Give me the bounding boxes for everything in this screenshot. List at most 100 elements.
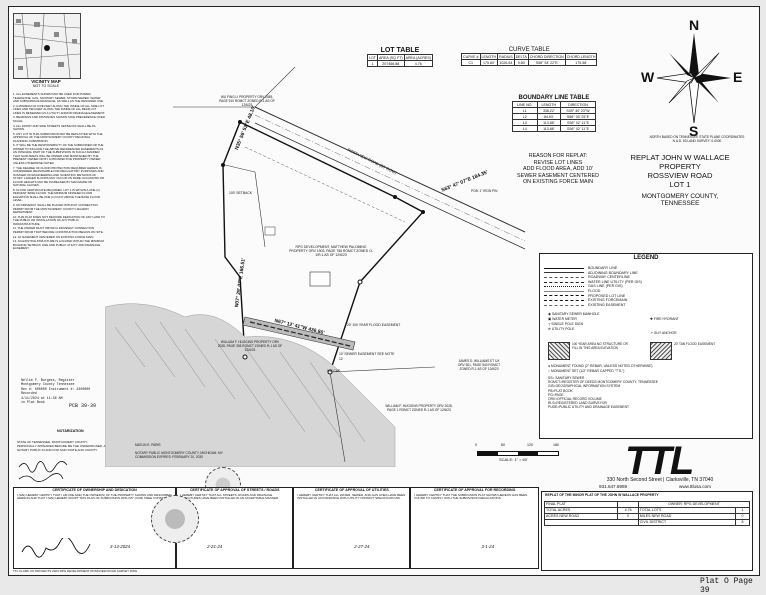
single-pole-sign-icon: ┬ — [548, 322, 552, 326]
stamp-line: in Plat Book — [21, 400, 45, 405]
title-line-1: REPLAT JOHN W WALLACE PROPERTY — [630, 153, 730, 171]
reason-heading: REASON FOR REPLAT: — [528, 153, 588, 159]
certificate-utilities: CERTIFICATE OF APPROVAL OF UTILITIES I H… — [293, 487, 411, 569]
reason-line: SEWER EASEMENT CENTERED — [517, 172, 599, 179]
curve-table-title: CURVE TABLE — [508, 47, 550, 53]
monument-set — [327, 369, 333, 375]
scale-tick: 120 — [527, 443, 533, 447]
setback-line — [244, 146, 406, 223]
adj-south2-label: WILLIAM F. HUGGINS PROPERTY ORV 2028, PA… — [385, 404, 453, 412]
curve-cell: 175.80' — [479, 59, 499, 66]
certificate-title: CERTIFICATE OF APPROVAL OF STREETS / ROA… — [189, 488, 280, 492]
legend-swatch — [544, 281, 584, 283]
lot-cell: 207466.88 — [377, 60, 405, 67]
vicinity-map — [13, 13, 81, 79]
note-item: 8. FLOOD CERTIFICATE REQUIRED. LOT 1 IS … — [13, 187, 100, 203]
reason-line: ADD FLOOD AREA, ADD 10' — [523, 166, 593, 173]
company-phone: 931.647.6959 — [599, 484, 628, 489]
company-address: 330 North Second Street | Clarksville, T… — [606, 477, 714, 483]
existing-forcemain — [249, 321, 351, 347]
legend-symbol: GUY ANCHOR — [653, 331, 677, 335]
legend-item: GAS LINE (PER GIS) — [588, 284, 623, 289]
legend-swatch — [544, 295, 584, 297]
curve-cell: 175.58' — [564, 59, 598, 66]
note-item: 3. BEARINGS AND DISTANCES SHOWN TAKE PRE… — [13, 115, 105, 123]
notarization: NOTARIZATION STATE OF TENNESSEE, MONTGOM… — [17, 429, 237, 485]
south-adjoining-boundary — [329, 366, 436, 463]
title-line-5: TENNESSEE — [660, 200, 700, 208]
boundary-cell: 113.88' — [536, 125, 562, 132]
stamp-line: Montgomery County Tennessee — [21, 382, 75, 387]
vicinity-map-drawing — [14, 14, 80, 78]
legend-abbrev: ROMCT=REGISTER OF DEEDS MONTGOMERY COUNT… — [548, 380, 658, 385]
curve-cell: 1026.84 — [497, 59, 515, 66]
reason-for-replat: REASON FOR REPLAT: REVISE LOT LINES ADD … — [509, 153, 607, 186]
adj-south-label: WILLIAM F. HUGGINS PROPERTY ORV 2028, PA… — [217, 340, 283, 352]
pob-label: POB: 1" IRON PIN — [471, 189, 498, 193]
legend-abbrev: GIS=GEOGRAPHICAL INFORMATION SYSTEM — [548, 384, 621, 389]
certificate-text: I HEREBY CERTIFY THAT ALL STREETS, ROADS… — [180, 492, 280, 501]
certificate-date: 3-14-2024 — [110, 544, 131, 549]
notary-commission: NOTARY PUBLIC MONTGOMERY COUNTY, MICHIGA… — [135, 451, 223, 459]
legend-item: ADJOINING BOUNDARY LINE — [588, 270, 638, 275]
proposed-lot-line — [224, 164, 266, 248]
legend: LEGEND BOUNDARY LINE ADJOINING BOUNDARY … — [539, 253, 753, 439]
owner-label: RPG DEVELOPMENT, MATTHEW PALOMINO PROPER… — [289, 245, 373, 258]
legend-abbrev: PUDE=PUBLIC UTILITY AND DRAINAGE EASEMEN… — [548, 405, 630, 410]
cap-label: 1/2" CAP — [327, 369, 341, 373]
shed-structure — [264, 226, 276, 236]
north-arrow: N S E W — [641, 17, 743, 153]
existing-structure — [309, 271, 331, 287]
certificate-date: 2-21-24 — [207, 544, 223, 549]
legend-symbol: SANITARY SEWER MANHOLE — [551, 312, 600, 316]
north-arrow-icon — [656, 33, 731, 124]
legend-title: LEGEND — [633, 255, 659, 261]
legend-monument: MONUMENT FOUND (2" REBAR, UNLESS NOTED O… — [551, 364, 653, 368]
vicinity-map-title: VICINITY MAP — [31, 79, 61, 84]
north-basis: NORTH BASED ON TENNESSEE STATE PLANE COO… — [649, 135, 745, 143]
legend-item: EXISTING EASEMENT — [588, 302, 626, 307]
legend-item: WATER LINE UTILITY (PER GIS) — [588, 279, 642, 284]
legend-item: EXISTING FORCEMAIN — [588, 298, 628, 303]
legend-symbol: WATER METER — [552, 317, 577, 321]
legend-swatch — [544, 290, 584, 292]
legend-symbol: FIRE HYDRANT — [653, 317, 679, 321]
reason-line: ON EXISTING FORCE MAIN — [522, 179, 594, 186]
scale-tick: 0 — [475, 443, 477, 447]
legend-swatch — [544, 272, 584, 274]
stamp-line: Rec #: 000000 Instrument #: 2400000 — [21, 386, 91, 391]
plat-sheet: VICINITY MAP NOT TO SCALE 1. ALL EASEMEN… — [8, 6, 760, 576]
notary-heading: NOTARIZATION — [57, 429, 84, 433]
curve-table: CURVE TABLE CURVE # LENGTH RADIUS DELTA … — [461, 47, 598, 66]
notary-text: STATE OF TENNESSEE, MONTGOMERY COUNTY. P… — [17, 440, 106, 452]
monument-set — [242, 354, 248, 360]
legend-swatch — [544, 304, 584, 306]
civil-district-label: CIVIL DISTRICT — [637, 518, 736, 526]
road-centerline — [254, 114, 526, 242]
west-label: W — [641, 69, 655, 85]
south-label: S — [689, 123, 699, 139]
notary-signature — [18, 461, 68, 482]
flood-area — [105, 303, 396, 467]
note-item: 10. THIS PLAT DOES NOT REQUIRE DEDICATIO… — [13, 214, 105, 226]
reason-line: REVISE LOT LINES — [533, 159, 583, 166]
east-label: E — [733, 69, 743, 85]
owner-signature — [21, 538, 91, 558]
company-block: TTL 330 North Second Street | Clarksvill… — [569, 439, 751, 489]
road-edge-north — [254, 106, 526, 233]
legend-item: BOUNDARY LINE — [588, 266, 618, 270]
legend-swatch — [544, 299, 584, 301]
certificate-title: CERTIFICATE OF OWNERSHIP AND DEDICATION — [52, 488, 137, 492]
boundary-cell: S56° 02' 11"E — [560, 125, 596, 132]
stamp-line: 4/11/2024 at 11:36 AM — [21, 395, 63, 400]
legend-item: PROPOSED LOT LINE — [588, 293, 626, 298]
legend-item: ROADWAY CENTERLINE — [588, 275, 630, 280]
monument-found — [221, 163, 225, 167]
road-edge-south — [254, 122, 526, 250]
lot-table: LOT TABLE LOT AREA (SQ FT) AREA (ACRES) … — [367, 47, 433, 67]
guy-anchor-icon: ↗ — [650, 331, 654, 335]
adj-north-label: WU FING LI PROPERTY ORV 2085, PAGE 910 R… — [219, 95, 275, 107]
lot-cell: 1 — [367, 60, 378, 67]
utility-pole-icon: ⊕ — [548, 327, 552, 331]
plat-info-heading: REPLAT OF THE MINOR PLAT OF THE JOHN W W… — [545, 493, 659, 497]
